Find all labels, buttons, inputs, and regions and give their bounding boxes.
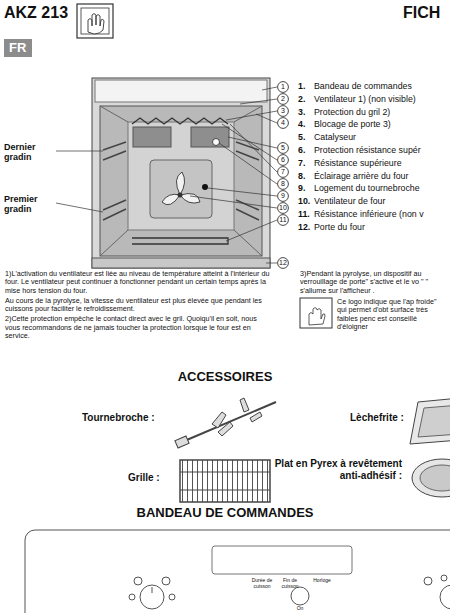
list-number: 4. [298,119,305,129]
part-name: Porte du four [314,222,365,232]
callout-number: 10 [277,202,289,214]
logo-icon [300,298,332,328]
list-number: 7. [298,158,305,168]
shelf-label: Dernier gradin [4,142,56,163]
part-name: Catalyseur [314,132,356,142]
callout-circle: 11 [277,214,289,226]
panel-label: Fin de cuisson [278,578,302,590]
list-number: 6. [298,145,305,155]
callout-number: 4 [277,117,289,129]
pyrex-dish [412,459,450,497]
callout-circle: 2 [277,93,289,105]
callout-number: 5 [277,142,289,154]
part-name: Blocage de porte 3) [314,119,391,129]
footnote: 3)Pendant la pyrolyse, un dispositif au … [300,270,448,295]
badge-text: FR [9,40,26,55]
callout-circle: 6 [277,154,289,166]
callout-circle: 10 [277,202,289,214]
callout-circle: 5 [277,142,289,154]
panel-label: Horloge [313,578,331,584]
leader-lines [56,87,277,263]
accessory-name: Plat en Pyrex à revêtement anti-adhésif … [262,458,402,481]
accessory-name: Grille : [128,472,160,484]
language-badge: FR [4,39,32,57]
list-number: 9. [298,183,305,193]
callout-circle: 7 [277,166,289,178]
callout-number: 11 [277,214,289,226]
callout-number: 3 [277,105,289,117]
grill-rack [180,460,270,502]
callout-number: 8 [277,178,289,190]
part-name: Ventilateur 1) (non visible) [314,94,416,104]
oven-drawing [92,78,270,268]
list-number: 11. [298,209,310,219]
part-name: Éclairage arrière du four [314,171,408,181]
list-number: 12. [298,222,310,232]
accessory-name: Lèchefrite : [350,412,404,424]
part-name: Logement du tournebroche [314,183,420,193]
callout-circle: 12 [277,257,289,269]
panel-label: On [297,606,304,612]
list-number: 8. [298,171,305,181]
part-name: Bandeau de commandes [314,81,412,91]
callout-number: 6 [277,154,289,166]
list-number: 3. [298,107,305,117]
part-name: Protection résistance supér [314,145,421,155]
callout-number: 12 [277,257,289,269]
footnote: 2)Cette protection empêche le contact di… [5,315,273,340]
callout-circle: 1 [277,81,289,93]
panel-label: Durée de cuisson [249,578,275,590]
callout-number: 9 [277,190,289,202]
callout-circle: 8 [277,178,289,190]
list-number: 10. [298,196,310,206]
list-number: 2. [298,94,305,104]
list-number: 5. [298,132,305,142]
callout-number: 1 [277,81,289,93]
accessory-name: Tournebroche : [82,412,155,424]
list-number: 1. [298,81,305,91]
model-title: AKZ 213 [4,4,68,22]
control-panel [25,530,450,613]
rotisserie-spit [175,398,276,448]
footnote: Au cours de la pyrolyse, la vitesse du v… [5,297,273,314]
section-heading: ACCESSOIRES [178,370,273,385]
section-heading: BANDEAU DE COMMANDES [137,506,314,521]
page-heading: FICH [403,4,440,22]
part-name: Ventilateur de four [314,196,385,206]
callout-number: 2 [277,93,289,105]
drip-tray [410,398,450,444]
part-name: Résistance inférieure (non v [314,209,424,219]
footnote: Ce logo indique que l'ap froide" qui per… [337,298,448,331]
callout-circle: 4 [277,117,289,129]
part-name: Résistance supérieure [314,158,402,168]
shelf-label: Premier gradin [4,194,56,215]
footnote: 1)L'activation du ventilateur est liée a… [5,270,273,295]
callout-circle: 3 [277,105,289,117]
callout-number: 7 [277,166,289,178]
callout-circle: 9 [277,190,289,202]
hob-icon [77,4,113,38]
part-name: Protection du gril 2) [314,107,390,117]
